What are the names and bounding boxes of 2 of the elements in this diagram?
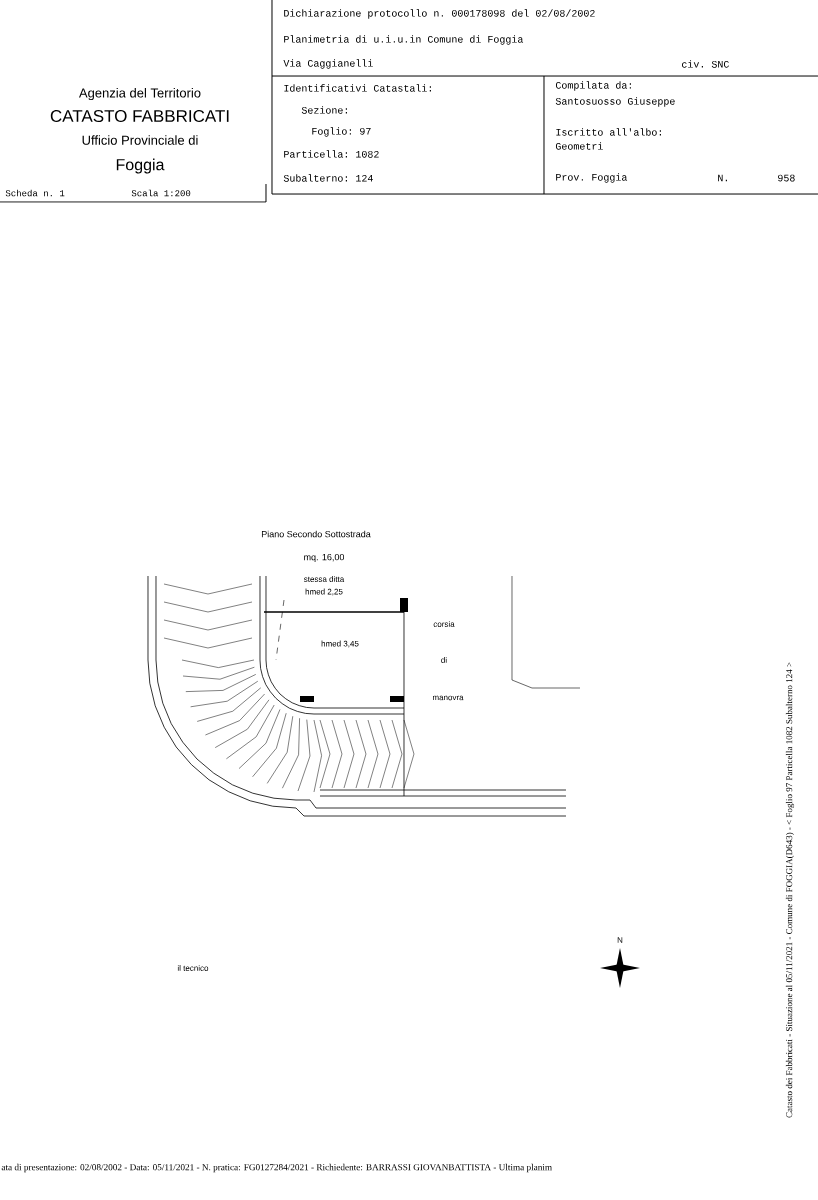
office-heading: CATASTO FABBRICATI [50, 110, 229, 123]
office-heading: Foggia [116, 158, 165, 174]
